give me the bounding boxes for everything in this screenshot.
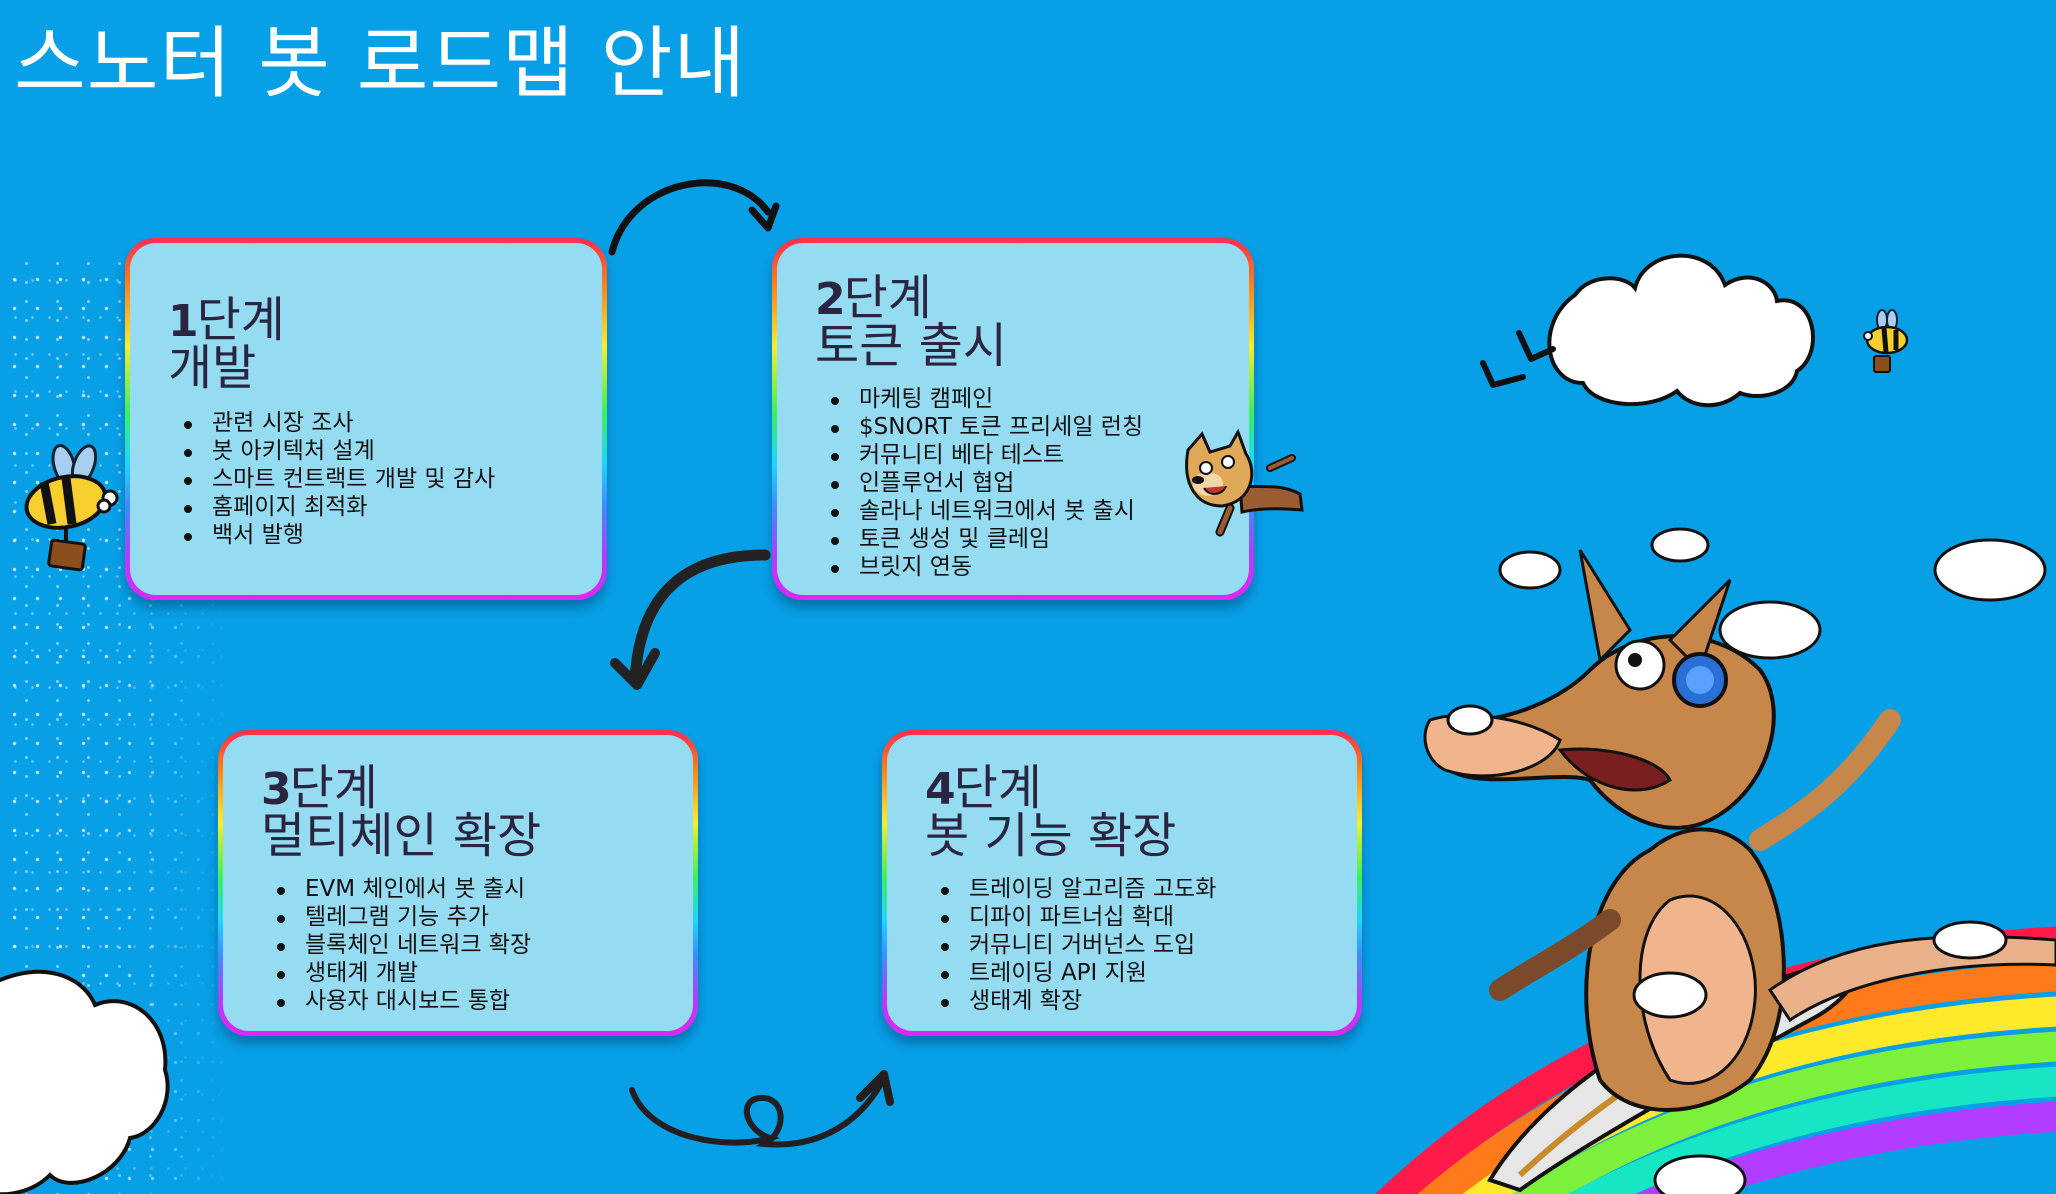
- phase-label: 1단계: [168, 296, 602, 347]
- list-item: 홈페이지 최적화: [180, 493, 602, 521]
- phase-item-list: 마케팅 캠페인 $SNORT 토큰 프리세일 런칭 커뮤니티 베타 테스트 인플…: [827, 385, 1249, 581]
- phase-number: 4: [925, 764, 956, 815]
- phase-title: 봇 기능 확장: [925, 808, 1177, 864]
- phase-card-2: 2단계 토큰 출시 마케팅 캠페인 $SNORT 토큰 프리세일 런칭 커뮤니티…: [772, 238, 1254, 600]
- list-item: 솔라나 네트워크에서 봇 출시: [827, 497, 1249, 525]
- list-item: 디파이 파트너십 확대: [937, 903, 1357, 931]
- bee-small-icon: [1863, 309, 1909, 373]
- list-item: 트레이딩 API 지원: [937, 959, 1357, 987]
- phase-suffix: 단계: [289, 760, 378, 816]
- list-item: 커뮤니티 거버넌스 도입: [937, 931, 1357, 959]
- arrow-2-to-3-icon: [610, 549, 771, 690]
- phase-item-list: 트레이딩 알고리즘 고도화 디파이 파트너십 확대 커뮤니티 거버넌스 도입 트…: [937, 875, 1357, 1015]
- phase-suffix: 단계: [843, 270, 932, 326]
- aardvark-surfing-rainbow-illustration: [1375, 527, 2056, 1194]
- doge-dog-icon: [1185, 428, 1304, 537]
- phase-number: 3: [261, 764, 292, 815]
- phase-number: 2: [815, 274, 846, 325]
- list-item: 사용자 대시보드 통합: [273, 987, 693, 1015]
- list-item: 트레이딩 알고리즘 고도화: [937, 875, 1357, 903]
- phase-card-3: 3단계 멀티체인 확장 EVM 체인에서 봇 출시 텔레그램 기능 추가 블록체…: [218, 730, 698, 1036]
- phase-label: 4단계: [925, 764, 1357, 815]
- list-item: 텔레그램 기능 추가: [273, 903, 693, 931]
- phase-label: 2단계: [815, 274, 1249, 325]
- phase-suffix: 단계: [196, 292, 285, 348]
- list-item: 봇 아키텍처 설계: [180, 437, 602, 465]
- phase-title: 멀티체인 확장: [261, 808, 542, 864]
- arrow-3-to-4-icon: [629, 1070, 894, 1148]
- page-title: 스노터 봇 로드맵 안내: [14, 19, 747, 109]
- phase-title: 토큰 출시: [815, 318, 1007, 374]
- phase-card-4: 4단계 봇 기능 확장 트레이딩 알고리즘 고도화 디파이 파트너십 확대 커뮤…: [882, 730, 1362, 1036]
- list-item: 브릿지 연동: [827, 553, 1249, 581]
- list-item: 스마트 컨트랙트 개발 및 감사: [180, 465, 602, 493]
- list-item: $SNORT 토큰 프리세일 런칭: [827, 413, 1249, 441]
- list-item: 인플루언서 협업: [827, 469, 1249, 497]
- list-item: 생태계 확장: [937, 987, 1357, 1015]
- phase-title: 개발: [168, 340, 257, 396]
- phase-number: 1: [168, 296, 199, 347]
- list-item: 생태계 개발: [273, 959, 693, 987]
- list-item: 백서 발행: [180, 521, 602, 549]
- list-item: 블록체인 네트워크 확장: [273, 931, 693, 959]
- bee-with-briefcase-icon: [24, 444, 119, 572]
- arrow-1-to-2-icon: [608, 179, 780, 256]
- phase-suffix: 단계: [953, 760, 1042, 816]
- phase-item-list: 관련 시장 조사 봇 아키텍처 설계 스마트 컨트랙트 개발 및 감사 홈페이지…: [180, 409, 602, 549]
- list-item: 관련 시장 조사: [180, 409, 602, 437]
- phase-card-1: 1단계 개발 관련 시장 조사 봇 아키텍처 설계 스마트 컨트랙트 개발 및 …: [125, 238, 607, 600]
- phase-item-list: EVM 체인에서 봇 출시 텔레그램 기능 추가 블록체인 네트워크 확장 생태…: [273, 875, 693, 1015]
- list-item: 마케팅 캠페인: [827, 385, 1249, 413]
- list-item: EVM 체인에서 봇 출시: [273, 875, 693, 903]
- cloud-bottom-left-icon: [0, 969, 170, 1194]
- list-item: 커뮤니티 베타 테스트: [827, 441, 1249, 469]
- phase-label: 3단계: [261, 764, 693, 815]
- list-item: 토큰 생성 및 클레임: [827, 525, 1249, 553]
- cloud-icon: [1547, 253, 1815, 408]
- bird-icon: [1480, 330, 1556, 388]
